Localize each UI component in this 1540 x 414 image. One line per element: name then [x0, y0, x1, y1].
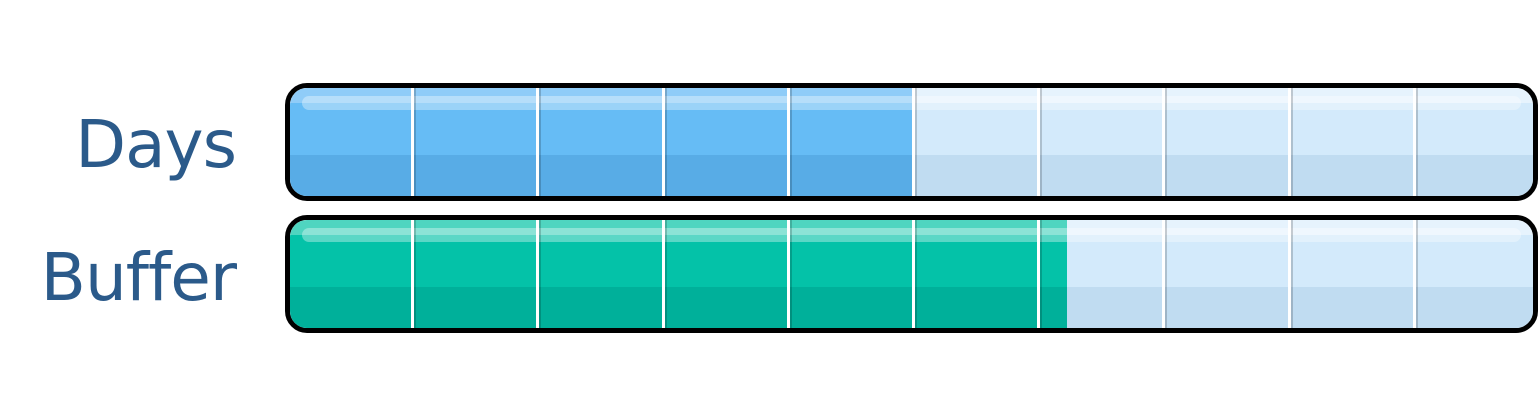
buffer-fill: [290, 220, 1067, 328]
days-segment-divider: [1287, 88, 1293, 196]
buffer-segment-divider: [1037, 220, 1043, 328]
days-segment-divider: [411, 88, 417, 196]
buffer-label: Buffer: [40, 239, 237, 316]
buffer-segment-divider: [411, 220, 417, 328]
days-segment-divider: [1412, 88, 1418, 196]
days-progress-bar: [285, 83, 1538, 201]
days-segment-divider: [1162, 88, 1168, 196]
buffer-segment-divider: [661, 220, 667, 328]
buffer-segment-divider: [1287, 220, 1293, 328]
buffer-progress-bar: [285, 215, 1538, 333]
days-segment-divider: [661, 88, 667, 196]
days-segment-divider: [536, 88, 542, 196]
days-label: Days: [75, 106, 237, 183]
buffer-segment-divider: [1162, 220, 1168, 328]
buffer-segment-divider: [536, 220, 542, 328]
buffer-segment-divider: [912, 220, 917, 328]
days-segment-divider: [786, 88, 792, 196]
days-segment-divider: [912, 88, 917, 196]
days-segment-divider: [1037, 88, 1043, 196]
buffer-segment-divider: [1412, 220, 1418, 328]
days-fill: [290, 88, 912, 196]
buffer-segment-divider: [786, 220, 792, 328]
